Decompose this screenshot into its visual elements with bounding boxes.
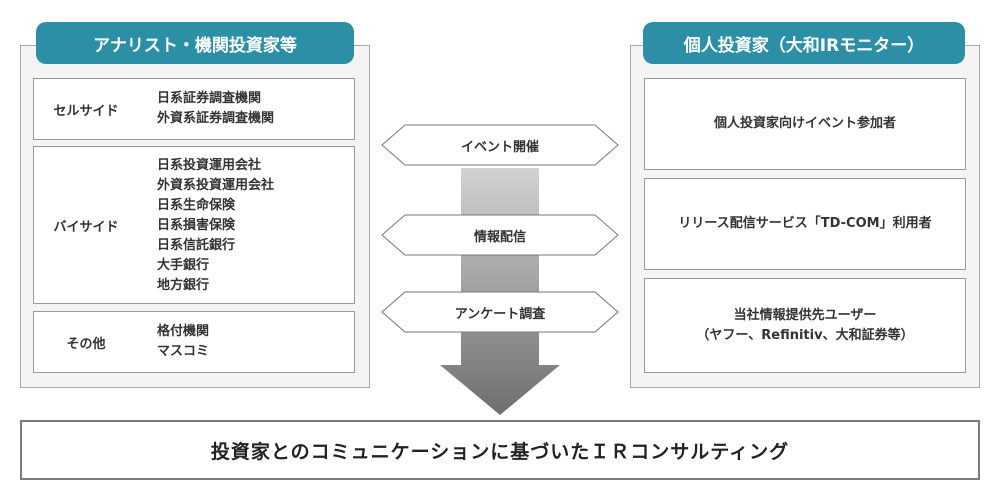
group-buyside: バイサイド 日系投資運用会社 外資系投資運用会社 日系生命保険 日系損害保険 日… <box>33 146 355 304</box>
hexagon-event <box>381 124 619 166</box>
right-box-event-participants: 個人投資家向けイベント参加者 <box>644 78 966 170</box>
channel-label-distribution: 情報配信 <box>473 229 526 245</box>
list-item: 大手銀行 <box>157 258 210 273</box>
list-item: 日系投資運用会社 <box>157 158 262 173</box>
list-item: 日系生命保険 <box>157 198 236 213</box>
list-item: 日系損害保険 <box>157 218 236 233</box>
box-text: リリース配信サービス「TD-COM」利用者 <box>645 179 965 269</box>
list-item: 外資系証券調査機関 <box>157 111 275 126</box>
item-list: 日系投資運用会社 外資系投資運用会社 日系生命保険 日系損害保険 日系信託銀行 … <box>157 156 274 296</box>
category-label: バイサイド <box>53 219 119 235</box>
box-line: 当社情報提供先ユーザー <box>733 307 877 323</box>
group-other: その他 格付機関 マスコミ <box>33 311 355 373</box>
category-label: その他 <box>66 336 106 352</box>
box-text: 個人投資家向けイベント参加者 <box>645 79 965 169</box>
right-header: 個人投資家（大和IRモニター） <box>643 22 965 64</box>
hexagon-distribution <box>381 214 619 256</box>
channel-label-survey: アンケート調査 <box>454 306 546 322</box>
list-item: マスコミ <box>157 344 210 359</box>
right-box-info-users: 当社情報提供先ユーザー （ヤフー、Refinitiv、大和証券等） <box>644 278 966 373</box>
list-item: 格付機関 <box>157 324 210 339</box>
box-line: リリース配信サービス「TD-COM」利用者 <box>678 216 932 231</box>
group-sellside: セルサイド 日系証券調査機関 外資系証券調査機関 <box>33 78 355 140</box>
result-box: 投資家とのコミュニケーションに基づいたＩＲコンサルティング <box>20 420 980 480</box>
box-line: 個人投資家向けイベント参加者 <box>713 116 896 131</box>
list-item: 地方銀行 <box>157 278 210 293</box>
hexagon-survey <box>381 291 619 333</box>
box-line: （ヤフー、Refinitiv、大和証券等） <box>696 327 914 343</box>
list-item: 日系証券調査機関 <box>157 91 262 106</box>
channel-label-event: イベント開催 <box>460 139 539 155</box>
item-list: 格付機関 マスコミ <box>157 322 209 362</box>
box-text: 当社情報提供先ユーザー （ヤフー、Refinitiv、大和証券等） <box>645 279 965 372</box>
list-item: 日系信託銀行 <box>157 238 236 253</box>
right-box-tdcom-users: リリース配信サービス「TD-COM」利用者 <box>644 178 966 270</box>
list-item: 外資系投資運用会社 <box>157 178 275 193</box>
category-label: セルサイド <box>53 103 119 119</box>
item-list: 日系証券調査機関 外資系証券調査機関 <box>157 89 274 129</box>
left-header: アナリスト・機関投資家等 <box>36 22 354 64</box>
